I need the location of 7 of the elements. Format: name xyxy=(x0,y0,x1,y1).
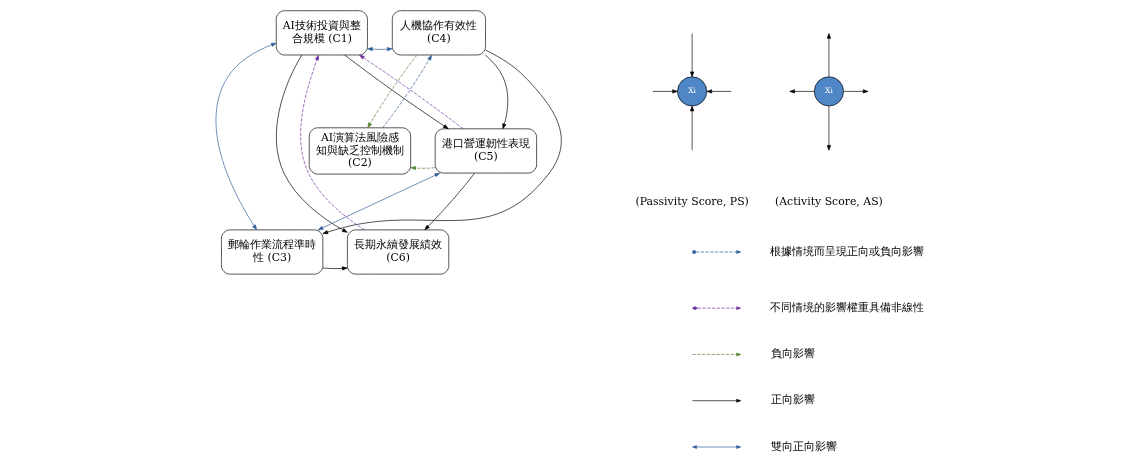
legend-label: 根據情境而呈現正向或負向影響 xyxy=(769,244,924,258)
label: (Activity Score, AS) xyxy=(774,194,883,208)
legend-label: 不同情境的影響權重具備非線性 xyxy=(769,300,924,314)
legend-label: 負向影響 xyxy=(770,347,815,361)
legend-label: 雙向正向影響 xyxy=(770,439,837,453)
label: (Passivity Score, PS) xyxy=(634,194,749,208)
legend-label: 正向影響 xyxy=(770,393,815,407)
